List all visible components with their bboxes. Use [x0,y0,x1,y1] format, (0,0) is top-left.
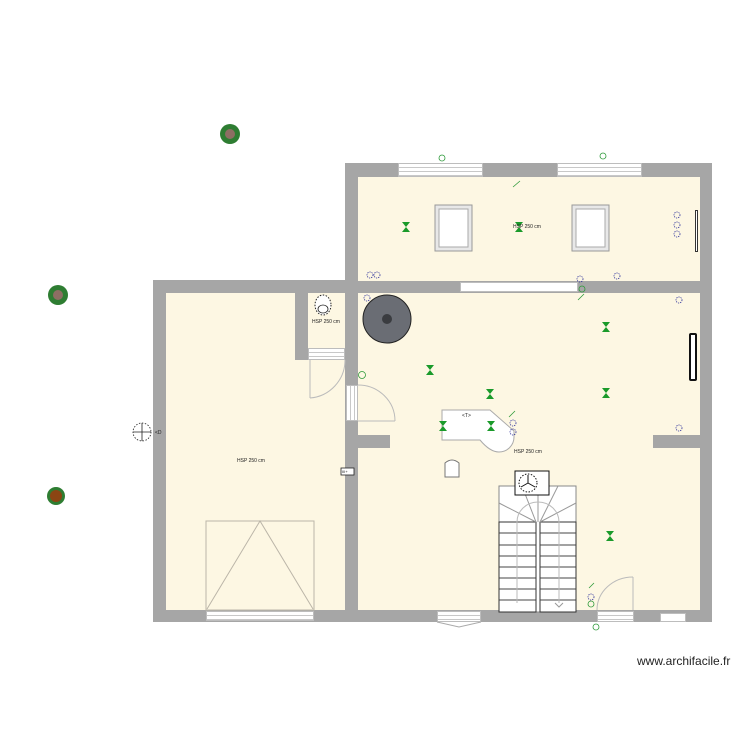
upper-room-floor [358,177,700,281]
switch-icon [358,371,366,379]
outlet-icon [366,271,374,279]
light-icon [426,365,434,375]
outlet-icon [509,428,517,436]
garage-door[interactable] [205,520,315,611]
tree-icon [220,124,240,144]
window-upper-left[interactable] [398,163,483,177]
electric-meter[interactable] [340,467,355,476]
round-stove[interactable] [362,294,412,344]
switch-icon [512,180,521,188]
outlet-icon [509,419,517,427]
exterior-label: <D [155,430,162,436]
light-icon [439,421,447,431]
room-label-garage: HSP 250 cm [237,458,265,464]
wall-stub-left [358,435,390,448]
wall-garage-top [153,280,358,293]
watermark[interactable]: www.archifacile.fr [637,654,731,668]
light-icon [402,222,410,232]
radiator-upper-right[interactable] [695,210,698,252]
wall-wc-left [295,293,308,360]
outlets[interactable] [363,211,683,601]
light-fixtures[interactable] [402,222,614,541]
wall-wc-bottom [295,348,308,360]
outlet-icon [363,294,371,302]
light-icon [486,389,494,399]
skylight-left [434,204,473,252]
wall-garage-left [153,280,166,622]
wc-door[interactable] [309,359,346,399]
kitchen-counter[interactable] [441,409,515,453]
room-label-wc: HSP 250 cm [312,319,340,325]
wall-upper-right [700,163,712,622]
bay-window [436,621,482,628]
center-door[interactable] [357,384,396,422]
outlet-icon [673,230,681,238]
tree-icon [48,285,68,305]
window-bottom-left[interactable] [437,611,481,622]
counter-label: <T> [462,413,471,419]
switch-icon [578,285,586,293]
window-center-door[interactable] [346,385,358,421]
window-upper-right[interactable] [557,163,642,177]
tree-icon [47,487,65,505]
entry-door[interactable] [596,576,634,611]
window-bottom-right[interactable] [660,613,686,622]
light-icon [515,222,523,232]
light-icon [606,531,614,541]
switch-icon [599,152,607,160]
switch-icon [577,293,585,301]
outlet-icon [673,211,681,219]
radiator-right[interactable] [689,333,697,381]
staircase[interactable] [498,485,577,613]
switch-icon [588,582,595,589]
opening-middle[interactable] [460,282,578,292]
bin[interactable] [444,459,460,478]
outlet-icon [613,272,621,280]
outlet-icon [576,275,584,283]
garage-door-opening[interactable] [206,611,314,621]
switch-icon [587,600,595,608]
outlet-icon [373,271,381,279]
room-label-upper: HSP 250 cm [513,224,541,230]
light-icon [602,322,610,332]
switches[interactable] [358,152,607,631]
fan-icon[interactable] [514,470,550,496]
light-icon [487,421,495,431]
room-label-living: HSP 250 cm [514,449,542,455]
switch-icon [438,154,446,162]
outlet-icon [673,221,681,229]
outlet-icon [675,424,683,432]
meter-label: III+ [342,469,348,474]
wall-upper-left [345,163,358,293]
outlet-icon [675,296,683,304]
outlet-icon [587,593,595,601]
wall-stub-right [653,435,700,448]
skylight-right [571,204,610,252]
window-wc[interactable] [308,348,345,360]
switch-icon [508,410,516,418]
toilet-icon[interactable] [314,294,332,316]
entry-door-opening[interactable] [597,611,634,622]
light-icon [602,388,610,398]
exterior-outlet-icon[interactable] [132,422,152,442]
switch-icon [592,623,600,631]
wall-center-vertical [345,281,358,622]
